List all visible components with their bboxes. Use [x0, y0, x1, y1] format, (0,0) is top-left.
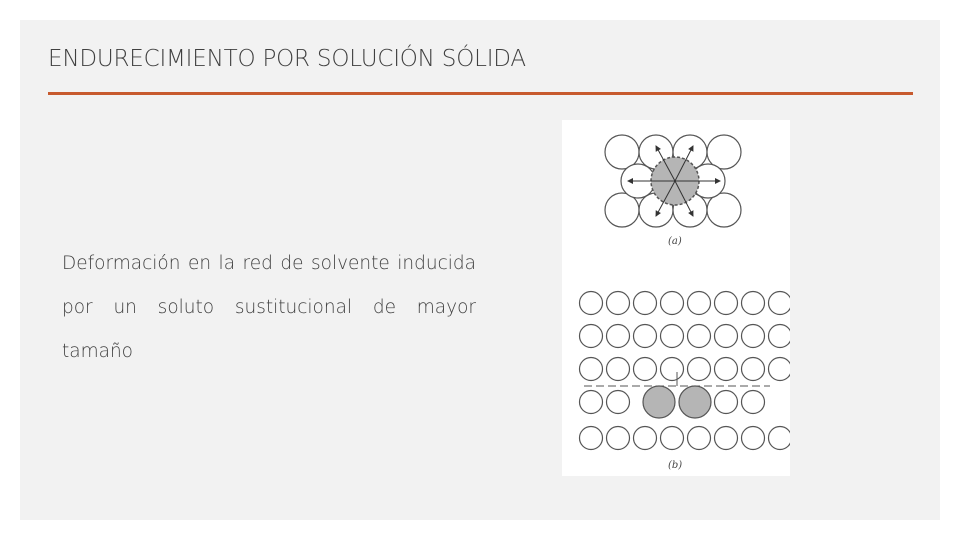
label-a: (a)	[668, 236, 682, 247]
lattice-figure: (a) (b)	[562, 120, 790, 476]
slide-title: ENDURECIMIENTO POR SOLUCIÓN SÓLIDA	[48, 46, 526, 72]
lattice-diagram: (a) (b)	[578, 134, 790, 471]
solute-atom-b-1	[642, 385, 676, 419]
title-underline	[48, 92, 913, 95]
label-b: (b)	[668, 460, 682, 471]
strain-arrows	[627, 145, 721, 217]
body-text: Deformación en la red de solvente induci…	[62, 253, 476, 362]
solute-atom-b-2	[678, 385, 712, 419]
slide: ENDURECIMIENTO POR SOLUCIÓN SÓLIDA Defor…	[20, 20, 940, 520]
diagram-b	[578, 290, 790, 451]
